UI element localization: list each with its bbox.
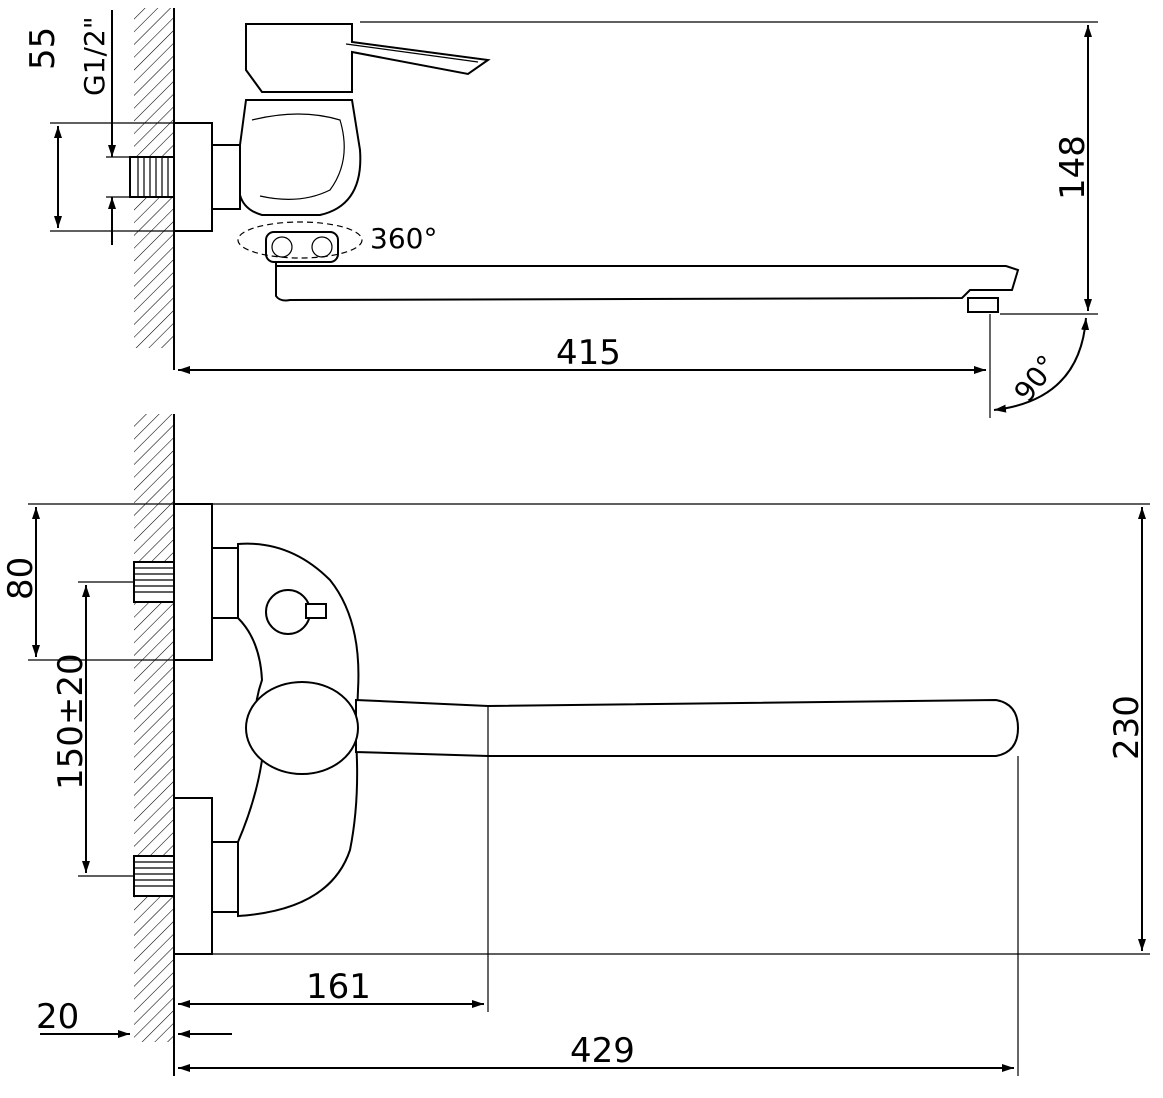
- rotation-label: 360°: [370, 222, 437, 255]
- upper-connector: [133, 503, 239, 661]
- nut: [211, 144, 241, 210]
- diverter-knob: [265, 589, 311, 635]
- dim-415: 415: [556, 333, 621, 373]
- dim-angle: 90°: [1008, 349, 1065, 408]
- side-spout: [275, 262, 1020, 302]
- front-view: 80 150±20 230 161 20 429: [1, 414, 1150, 1076]
- dim-148: 148: [1053, 135, 1093, 200]
- dim-thread: G1/2": [78, 16, 111, 96]
- wall-hatch-bottom: [134, 414, 174, 1042]
- dim-161: 161: [306, 967, 371, 1007]
- mixer-body: [239, 99, 362, 216]
- angle-arc: [993, 317, 1090, 413]
- thread-connector: [129, 156, 175, 198]
- dim-80: 80: [1, 557, 41, 600]
- lever-handle: [245, 23, 491, 93]
- dim-429: 429: [570, 1031, 635, 1071]
- dim-230: 230: [1107, 695, 1147, 760]
- dim-spacing: 150±20: [51, 653, 91, 790]
- dim-55: 55: [23, 27, 63, 70]
- aerator: [967, 297, 999, 313]
- dim-20: 20: [36, 997, 79, 1037]
- flange: [173, 122, 213, 232]
- side-view: 360° 55 G1/2" 148 415 90°: [23, 8, 1098, 418]
- swivel-ring: [237, 221, 363, 263]
- handle-cap: [245, 681, 359, 775]
- front-spout: [355, 698, 1020, 757]
